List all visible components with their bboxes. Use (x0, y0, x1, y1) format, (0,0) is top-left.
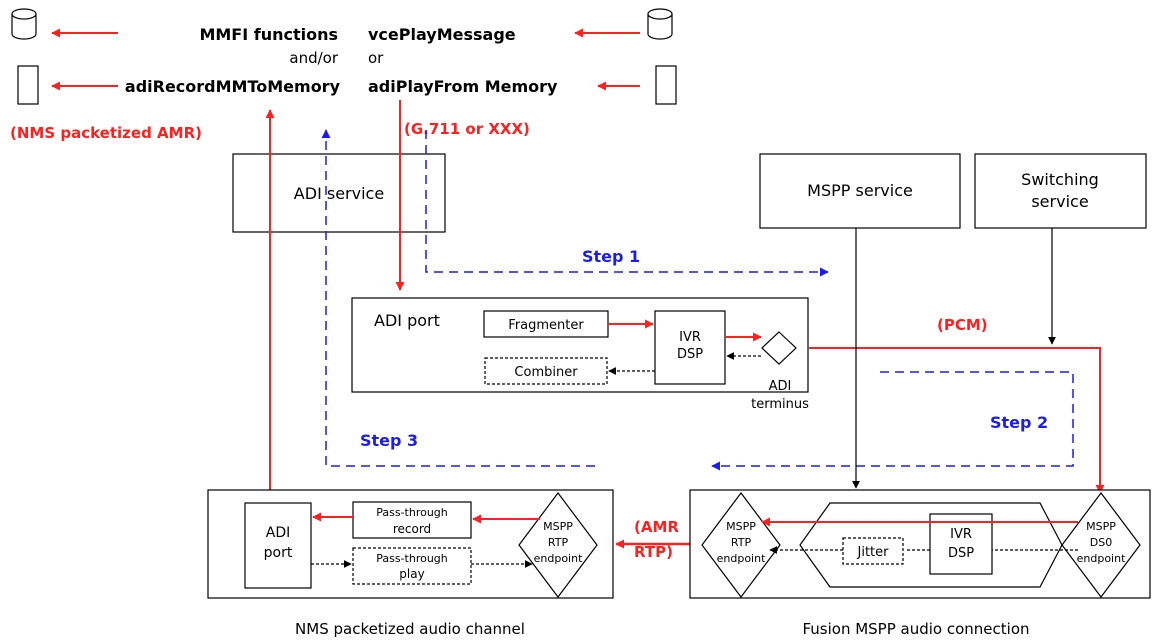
switching-service-label: service (1031, 192, 1088, 211)
nms-adi-port-label: ADI (266, 525, 291, 541)
nms-adi-port-box (244, 502, 312, 589)
pass-through-play-label: Pass-through (376, 552, 448, 565)
and-or-label: and/or (289, 49, 338, 67)
step1-path (425, 130, 829, 277)
step2-path (711, 371, 1074, 471)
fusion-rtp-endpoint-diamond (701, 492, 781, 598)
step3-label: Step 3 (360, 431, 418, 450)
switching-service-box (974, 153, 1147, 229)
fusion-connection-caption: Fusion MSPP audio connection (802, 620, 1029, 638)
adi-terminus-label: ADI (769, 379, 792, 394)
ivr-dsp-label: DSP (677, 347, 703, 362)
fusion-rtp-endpoint-label: MSPP (726, 520, 756, 533)
or-label: or (368, 49, 384, 67)
nms-adi-port-label: port (264, 545, 293, 561)
ds0-endpoint-diamond (1061, 492, 1141, 598)
memory-buffer-icon (655, 65, 677, 105)
fusion-rtp-endpoint-label: endpoint (717, 552, 766, 565)
database-icon (11, 8, 37, 40)
pcm-label: (PCM) (937, 316, 988, 334)
pass-through-record-label: Pass-through (376, 506, 448, 519)
adi-play-label: adiPlayFrom Memory (368, 77, 558, 96)
vce-play-label: vcePlayMessage (368, 25, 516, 44)
pcm-path (809, 347, 1105, 494)
adi-service-label: ADI service (294, 184, 384, 203)
nms-rtp-endpoint-label: endpoint (534, 552, 583, 565)
ivr-dsp-label: IVR (679, 330, 701, 345)
adi-service-box (232, 153, 446, 233)
g711-label: (G.711 or XXX) (404, 120, 530, 138)
ds0-endpoint-label: endpoint (1077, 552, 1126, 565)
step2-label: Step 2 (990, 413, 1048, 432)
pass-through-play-label: play (399, 567, 424, 581)
database-icon (647, 8, 673, 40)
step1-label: Step 1 (582, 247, 640, 266)
fusion-ivr-dsp-label: IVR (950, 527, 972, 542)
adi-terminus-diamond (761, 331, 797, 365)
nms-amr-label: (NMS packetized AMR) (10, 124, 202, 142)
switching-service-label: Switching (1021, 170, 1099, 189)
combiner-box (484, 357, 608, 385)
amr-rtp-label: RTP) (634, 543, 673, 561)
pass-through-play-box (352, 547, 472, 585)
pass-through-record-label: record (393, 522, 431, 536)
nms-rtp-endpoint-label: RTP (548, 536, 569, 549)
nms-channel-caption: NMS packetized audio channel (295, 620, 525, 638)
fusion-rtp-endpoint-label: RTP (731, 536, 752, 549)
adi-terminus-label: terminus (751, 397, 809, 412)
combiner-label: Combiner (514, 365, 578, 380)
ds0-endpoint-label: DS0 (1090, 536, 1112, 549)
adi-port-title: ADI port (374, 311, 440, 330)
ivr-dsp-box (654, 310, 726, 385)
fragmenter-label: Fragmenter (508, 318, 584, 333)
adi-record-label: adiRecordMMToMemory (125, 77, 341, 96)
pass-through-record-box (352, 501, 472, 539)
fusion-ivr-dsp-label: DSP (948, 546, 974, 561)
mspp-service-label: MSPP service (807, 181, 913, 200)
jitter-label: Jitter (857, 545, 890, 560)
fusion-ivr-dsp-box (929, 513, 993, 575)
memory-buffer-icon (17, 65, 39, 105)
amr-rtp-label: (AMR (634, 518, 679, 536)
jitter-box (842, 537, 904, 565)
mspp-service-box (759, 153, 961, 229)
nms-rtp-endpoint-label: MSPP (543, 520, 573, 533)
mmfi-functions-label: MMFI functions (199, 25, 338, 44)
ds0-endpoint-label: MSPP (1086, 520, 1116, 533)
